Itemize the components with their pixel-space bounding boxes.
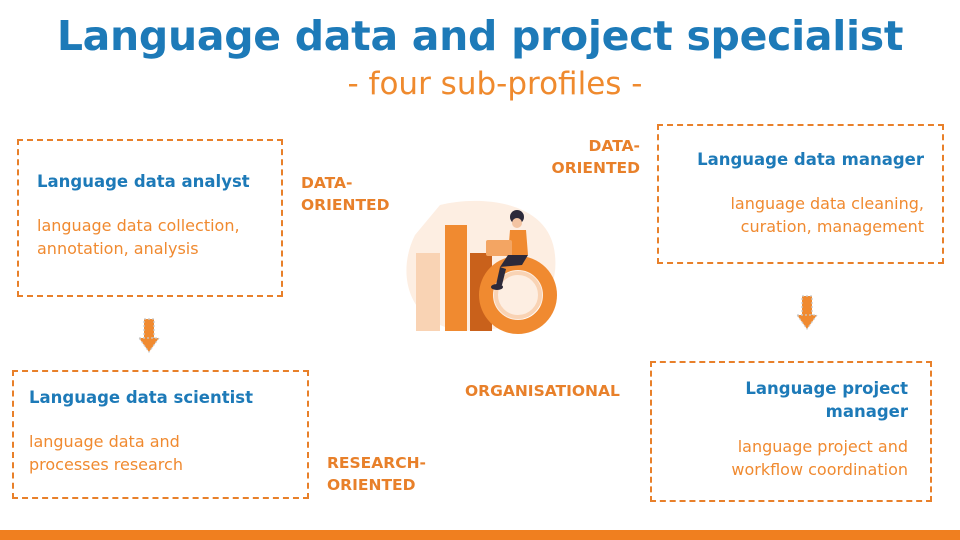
card-language-project-manager: Language project manager language projec…: [650, 361, 932, 502]
card-desc-project-manager: language project and workflow coordinati…: [731, 437, 908, 479]
card-title-project-manager: Language project manager: [745, 379, 908, 421]
card-language-data-analyst: Language data analyst language data coll…: [17, 139, 283, 297]
card-language-data-scientist: Language data scientist language data an…: [12, 370, 309, 499]
card-title-analyst: Language data analyst: [37, 172, 250, 191]
data-illustration-icon: [406, 200, 557, 334]
page-subtitle: - four sub-profiles -: [347, 66, 643, 102]
tag-scientist-orientation: RESEARCH- ORIENTED: [327, 454, 426, 494]
card-desc-scientist: language data and processes research: [29, 432, 183, 474]
card-title-scientist: Language data scientist: [29, 388, 253, 407]
footer-bar: [0, 530, 960, 540]
card-language-data-manager: Language data manager language data clea…: [657, 124, 944, 264]
card-desc-manager: language data cleaning, curation, manage…: [730, 194, 924, 236]
card-title-manager: Language data manager: [697, 150, 924, 169]
tag-project-manager-orientation: ORGANISATIONAL: [465, 382, 620, 400]
arrow-down-icon: [796, 295, 818, 331]
tag-analyst-orientation: DATA- ORIENTED: [301, 174, 390, 214]
tag-manager-orientation: DATA- ORIENTED: [551, 137, 640, 177]
card-desc-analyst: language data collection, annotation, an…: [37, 216, 240, 258]
arrow-down-icon: [138, 318, 160, 354]
page-title: Language data and project specialist: [56, 12, 904, 60]
